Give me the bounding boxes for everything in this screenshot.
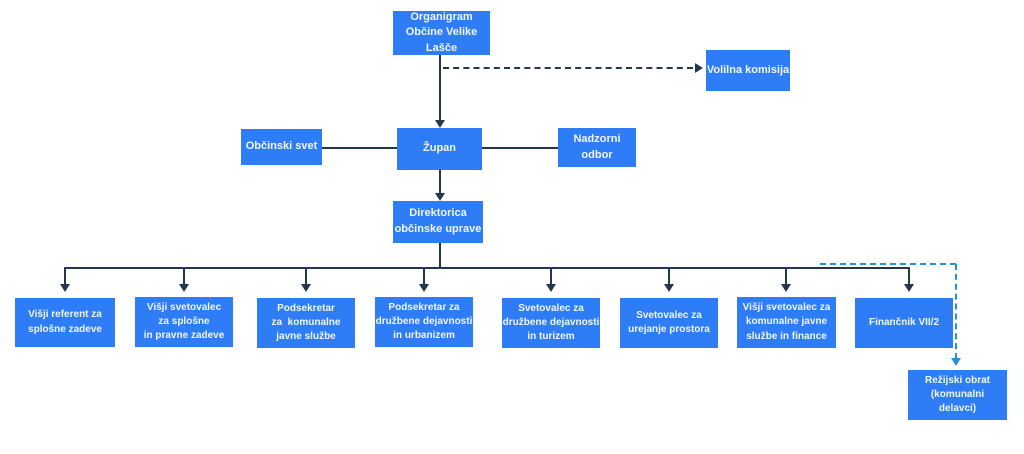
connector-zupan-obcinski-svet [322,147,397,149]
node-volilna-komisija: Volilna komisija [706,50,790,91]
connector-dashed-rezijski-h [820,263,956,265]
connector-drop-3 [305,268,307,285]
connector-drop-1 [64,268,66,285]
node-dept-podsekretar-druzbene: Podsekretar za družbene dejavnosti in ur… [375,297,473,347]
connector-trunk [64,267,910,269]
arrowhead-rezijski [951,358,961,366]
arrowhead-dept7 [781,284,791,292]
connector-drop-6 [668,268,670,285]
node-direktorica: Direktorica občinske uprave [393,201,483,243]
arrowhead-zupan [435,120,445,128]
arrowhead-dept8 [904,284,914,292]
connector-zupan-direktorica [439,170,441,195]
arrowhead-dept2 [179,284,189,292]
connector-direktorica-trunk [439,243,441,269]
node-organigram-title: Organigram Občine Velike Lašče [393,11,490,55]
node-dept-visji-svetovalec-splosne: Višji svetovalec za splošne in pravne za… [135,297,233,347]
node-rezijski-obrat: Režijski obrat (komunalni delavci) [908,370,1007,420]
node-zupan: Župan [397,128,482,170]
arrowhead-volilna [695,63,703,73]
connector-drop-2 [183,268,185,285]
node-dept-financnik: Finančnik VII/2 [855,298,953,348]
connector-drop-7 [785,268,787,285]
node-obcinski-svet: Občinski svet [241,129,322,165]
node-nadzorni-odbor: Nadzorni odbor [558,128,636,167]
connector-dashed-volilna [443,67,693,69]
node-dept-svetovalec-prostor: Svetovalec za urejanje prostora [620,298,718,348]
arrowhead-dept1 [60,284,70,292]
node-dept-visji-svetovalec-finance: Višji svetovalec za komunalne javne služ… [737,297,836,348]
node-dept-podsekretar-komunalne: Podsekretar za komunalne javne službe [257,298,355,348]
connector-zupan-nadzorni [482,147,558,149]
arrowhead-dept4 [419,284,429,292]
connector-drop-8 [908,268,910,285]
connector-drop-4 [423,268,425,285]
connector-dashed-rezijski-v [955,264,957,359]
connector-organigram-zupan [439,55,441,121]
connector-drop-5 [550,268,552,285]
arrowhead-dept3 [301,284,311,292]
arrowhead-dept5 [546,284,556,292]
arrowhead-dept6 [664,284,674,292]
node-dept-svetovalec-druzbene: Svetovalec za družbene dejavnosti in tur… [502,298,600,348]
arrowhead-direktorica [435,193,445,201]
node-dept-visji-referent: Višji referent za splošne zadeve [15,298,115,347]
